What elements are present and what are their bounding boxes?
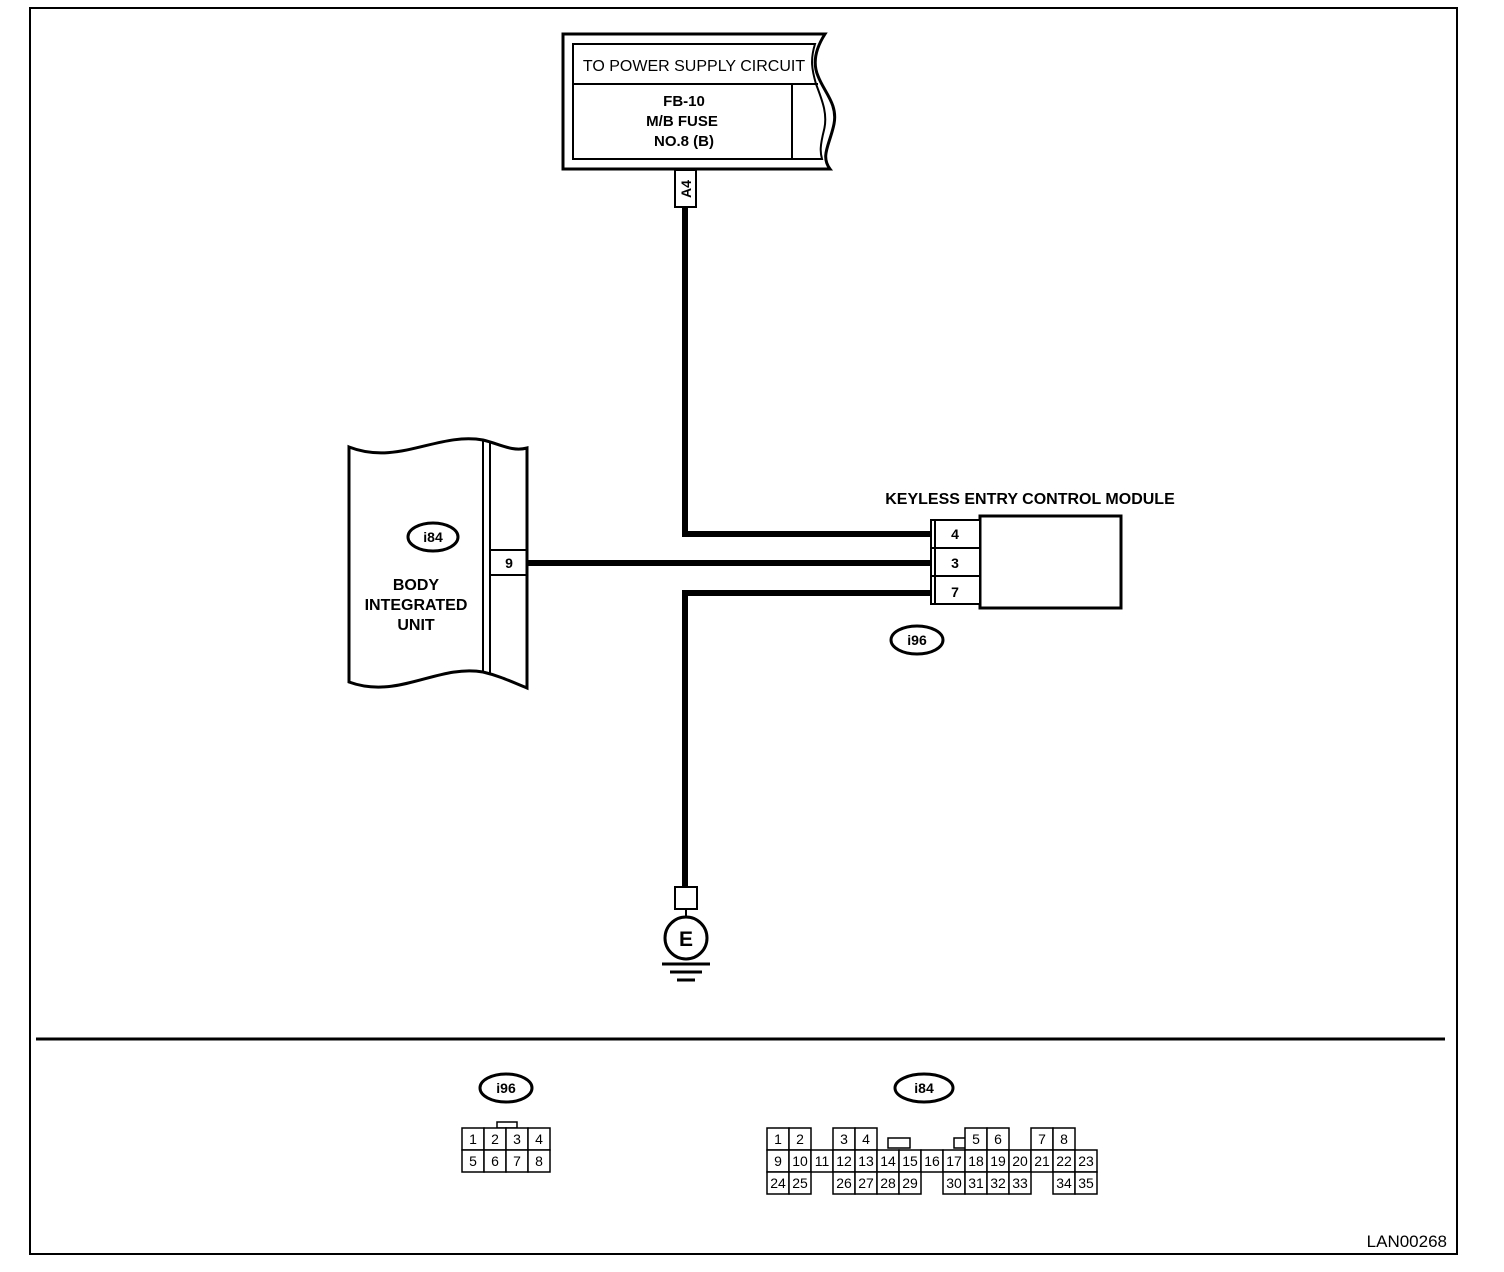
power-supply-title: TO POWER SUPPLY CIRCUIT [583,58,805,75]
pin-cell [1008,1171,1032,1195]
pin-number: 4 [535,1131,543,1147]
pin-number: 30 [946,1175,962,1191]
body-unit-label-line3: UNIT [397,617,435,634]
fuse-type-label: M/B FUSE [646,113,718,130]
connector-badge-i96 [889,624,945,656]
pin-number: 27 [858,1175,874,1191]
pin-number: 33 [1012,1175,1028,1191]
pin-number: 2 [796,1131,804,1147]
wire-pin7-to-ground [682,590,933,887]
wire-power-to-pin4 [682,207,933,537]
pin-cell [898,1171,922,1195]
pin-number: 31 [968,1175,984,1191]
keyless-module-connector [930,519,981,605]
pin-cell [1074,1171,1098,1195]
pin-number: 12 [836,1153,852,1169]
pin-number: 4 [862,1131,870,1147]
keyless-module-title: KEYLESS ENTRY CONTROL MODULE [885,491,1175,508]
pin-cell [527,1149,551,1173]
connector-id-i84: i84 [423,529,443,545]
pin-number: 10 [792,1153,808,1169]
terminal-a4-label: A4 [678,180,694,198]
connector-view-i84-label: i84 [914,1080,934,1096]
pin-number: 6 [491,1153,499,1169]
pin-number: 5 [972,1131,980,1147]
pin-number: 26 [836,1175,852,1191]
body-unit-label-line2: INTEGRATED [365,597,468,614]
pin-number: 1 [774,1131,782,1147]
connector-view-i96-label: i96 [496,1080,516,1096]
body-unit-label-line1: BODY [393,577,440,594]
pin-number: 11 [815,1153,830,1169]
pin-number: 1 [469,1131,477,1147]
pin-number: 25 [792,1175,808,1191]
fuse-number-label: NO.8 (B) [654,133,714,150]
pin-number: 6 [994,1131,1002,1147]
body-integrated-unit: 9 i84 BODY INTEGRATED UNIT [347,437,529,691]
keyless-pin-3: 3 [951,555,959,571]
pin-cell [788,1171,812,1195]
keyless-pin-4: 4 [951,526,959,542]
diagram-frame [29,7,1458,1255]
figure-code: LAN00268 [1367,1232,1447,1251]
keyless-module-body [978,514,1123,610]
pin-number: 7 [1038,1131,1046,1147]
pin-number: 2 [491,1131,499,1147]
pin-number: 3 [513,1131,521,1147]
wires [527,207,933,887]
pin-number: 8 [535,1153,543,1169]
pin-number: 9 [774,1153,782,1169]
pin-number: 18 [968,1153,984,1169]
connector-view-i96-lock [496,1121,518,1129]
pin-number: 24 [770,1175,786,1191]
keyless-entry-module: KEYLESS ENTRY CONTROL MODULE 4 3 7 i96 [885,491,1175,656]
fuse-box-label: FB-10 [663,93,705,110]
pin-number: 23 [1078,1153,1094,1169]
pin-number: 20 [1012,1153,1028,1169]
pin-number: 8 [1060,1131,1068,1147]
pin-number: 34 [1056,1175,1072,1191]
pin-number: 29 [902,1175,918,1191]
connector-view-i84-lock-left [887,1137,911,1149]
pin-number: 19 [990,1153,1006,1169]
pin-number: 16 [924,1153,940,1169]
terminal-a4: A4 [674,169,697,208]
connector-badge-i84 [406,521,460,553]
pin-number: 28 [880,1175,896,1191]
pin-number: 32 [990,1175,1006,1191]
pin-number: 21 [1034,1153,1050,1169]
keyless-pin-7: 7 [951,584,959,600]
pin-number: 7 [513,1153,521,1169]
connector-id-i96: i96 [907,632,927,648]
pin-number: 14 [880,1153,896,1169]
ground-symbol: E [662,886,710,982]
pin-number: 13 [858,1153,874,1169]
pin-number: 5 [469,1153,477,1169]
pin-number: 15 [902,1153,918,1169]
ground-label: E [679,928,693,951]
power-supply-block: TO POWER SUPPLY CIRCUIT FB-10 M/B FUSE N… [561,32,837,171]
pin-number: 3 [840,1131,848,1147]
pin-number: 22 [1056,1153,1072,1169]
pin-number: 35 [1078,1175,1094,1191]
pin-number: 17 [946,1153,962,1169]
body-unit-pin-9: 9 [505,555,513,571]
